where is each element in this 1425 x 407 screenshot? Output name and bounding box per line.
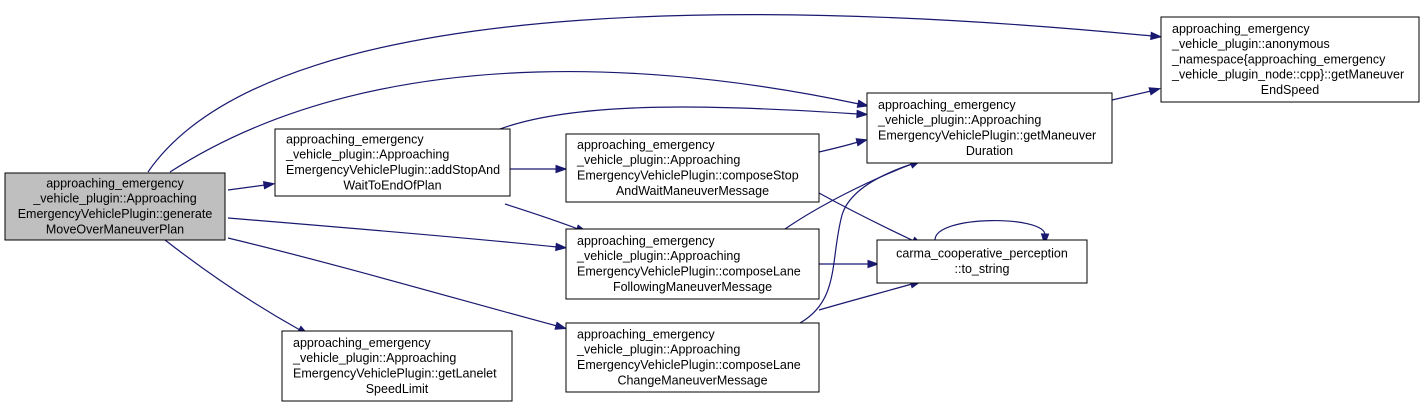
edge-addstop-to-getduration-line <box>499 106 859 130</box>
node-box <box>274 128 511 197</box>
edge-generate-to-getendspeed-arrowhead <box>1150 31 1163 41</box>
node-label-line: ChangeManeuverMessage <box>617 373 767 387</box>
node-label-line: EmergencyVehiclePlugin::composeLane <box>577 265 801 279</box>
node-box <box>281 330 513 402</box>
edge-generate-to-addstop-line <box>227 184 266 191</box>
node-label-line: _vehicle_plugin::Approaching <box>285 148 449 162</box>
edge-generate-to-getduration-line <box>169 70 860 173</box>
edge-generate-to-getduration <box>169 70 870 173</box>
edge-composelanechange-to-tostring <box>818 280 923 311</box>
edge-tostring-self-loop <box>934 219 1050 246</box>
edge-generate-to-composelanefollowing <box>227 217 568 252</box>
node-compose-lane-following[interactable]: approaching_emergency_vehicle_plugin::Ap… <box>565 228 820 300</box>
edge-tostring-self-loop-arrowhead <box>1040 233 1050 246</box>
node-label-line: EmergencyVehiclePlugin::getManeuver <box>878 129 1096 143</box>
node-box <box>565 133 820 203</box>
node-label-line: approaching_emergency <box>577 234 715 248</box>
node-label-line: _vehicle_plugin::Approaching <box>32 192 196 206</box>
edge-generate-to-addstop-arrowhead <box>262 180 276 190</box>
edge-addstop-to-getduration <box>499 106 869 130</box>
node-box <box>866 92 1113 164</box>
node-label-line: carma_cooperative_perception <box>896 247 1068 261</box>
node-label-line: approaching_emergency <box>577 138 715 152</box>
edge-composelanefollowing-to-tostring-arrowhead <box>867 259 880 269</box>
node-label-line: AndWaitManeuverMessage <box>616 184 769 198</box>
call-graph-nodes: approaching_emergency_vehicle_plugin::Ap… <box>4 16 1420 402</box>
node-label-line: ::to_string <box>955 262 1010 276</box>
node-label-line: SpeedLimit <box>366 382 429 396</box>
node-to-string[interactable]: carma_cooperative_perception::to_string <box>876 239 1088 284</box>
node-compose-lane-change[interactable]: approaching_emergency_vehicle_plugin::Ap… <box>565 322 820 393</box>
node-box <box>565 322 820 393</box>
node-label-line: Duration <box>966 144 1013 158</box>
edge-addstop-to-composestop-arrowhead <box>555 164 568 174</box>
node-label-line: approaching_emergency <box>878 98 1016 112</box>
node-label-line: _vehicle_plugin::Approaching <box>576 343 740 357</box>
node-label-line: _namespace{approaching_emergency <box>1171 52 1386 66</box>
edge-composestop-to-getduration <box>818 138 869 153</box>
node-label-line: _vehicle_plugin_node::cpp}::getManeuver <box>1171 68 1404 82</box>
edge-composestop-to-getduration-line <box>818 141 859 153</box>
node-box <box>4 172 226 241</box>
edge-composelanefollowing-to-tostring <box>819 259 880 269</box>
edge-generate-to-composelanefollowing-arrowhead <box>555 242 568 252</box>
node-label-line: EmergencyVehiclePlugin::addStopAnd <box>286 163 500 177</box>
edge-composelanechange-to-tostring-line <box>818 283 913 311</box>
edge-addstop-to-getduration-arrowhead <box>856 109 869 119</box>
node-label-line: approaching_emergency <box>1172 22 1310 36</box>
node-label-line: approaching_emergency <box>293 336 431 350</box>
edge-generate-to-composelanechange-line <box>227 237 558 327</box>
edge-getduration-to-getendspeed-line <box>1111 90 1152 101</box>
node-get-end-speed[interactable]: approaching_emergency_vehicle_plugin::an… <box>1160 16 1420 103</box>
node-label-line: _vehicle_plugin::Approaching <box>576 249 740 263</box>
node-label-line: EmergencyVehiclePlugin::composeStop <box>577 169 799 183</box>
node-label-line: EmergencyVehiclePlugin::composeLane <box>577 358 801 372</box>
node-label-line: MoveOverManeuverPlan <box>46 222 184 236</box>
node-add-stop[interactable]: approaching_emergency_vehicle_plugin::Ap… <box>274 128 511 197</box>
node-generate[interactable]: approaching_emergency_vehicle_plugin::Ap… <box>4 172 226 241</box>
node-box <box>1160 16 1420 103</box>
node-label-line: approaching_emergency <box>46 176 184 190</box>
edge-generate-to-composelanefollowing-line <box>227 217 558 248</box>
edge-composestop-to-tostring <box>818 192 924 246</box>
node-label-line: EmergencyVehiclePlugin::generate <box>18 207 213 221</box>
node-label-line: WaitToEndOfPlan <box>343 178 441 192</box>
node-label-line: approaching_emergency <box>577 327 715 341</box>
node-label-line: FollowingManeuverMessage <box>613 280 772 294</box>
node-box <box>565 228 820 300</box>
edge-generate-to-getendspeed <box>147 14 1163 173</box>
node-label-line: _vehicle_plugin::anonymous <box>1171 37 1330 51</box>
edge-composestop-to-getduration-arrowhead <box>855 138 869 147</box>
node-label-line: EndSpeed <box>1261 83 1319 97</box>
edge-generate-to-getlanelet <box>164 239 310 336</box>
call-graph-edges <box>147 14 1163 336</box>
node-label-line: _vehicle_plugin::Approaching <box>292 351 456 365</box>
edge-generate-to-getlanelet-line <box>164 239 301 331</box>
node-label-line: approaching_emergency <box>286 132 424 146</box>
edge-composestop-to-tostring-line <box>818 192 915 242</box>
node-box <box>876 239 1088 284</box>
edge-addstop-to-composestop <box>510 164 568 174</box>
edge-composelanechange-to-getduration-line <box>799 163 913 324</box>
node-label-line: _vehicle_plugin::Approaching <box>877 113 1041 127</box>
edge-getduration-to-getendspeed <box>1111 87 1162 101</box>
edge-tostring-self-loop-line <box>934 219 1046 241</box>
node-label-line: _vehicle_plugin::Approaching <box>576 153 740 167</box>
node-get-lanelet[interactable]: approaching_emergency_vehicle_plugin::Ap… <box>281 330 513 402</box>
edge-generate-to-getendspeed-line <box>147 14 1153 173</box>
node-compose-stop[interactable]: approaching_emergency_vehicle_plugin::Ap… <box>565 133 820 203</box>
edge-generate-to-composelanechange <box>227 237 568 330</box>
edge-generate-to-getduration-arrowhead <box>856 99 870 108</box>
edge-generate-to-composelanechange-arrowhead <box>554 321 568 330</box>
node-get-duration[interactable]: approaching_emergency_vehicle_plugin::Ap… <box>866 92 1113 164</box>
edge-addstop-to-composelanefollowing <box>504 203 588 233</box>
node-label-line: EmergencyVehiclePlugin::getLanelet <box>293 367 497 381</box>
edge-addstop-to-composelanefollowing-line <box>504 203 579 230</box>
edge-generate-to-addstop <box>227 180 276 191</box>
edge-getduration-to-getendspeed-arrowhead <box>1148 87 1162 96</box>
